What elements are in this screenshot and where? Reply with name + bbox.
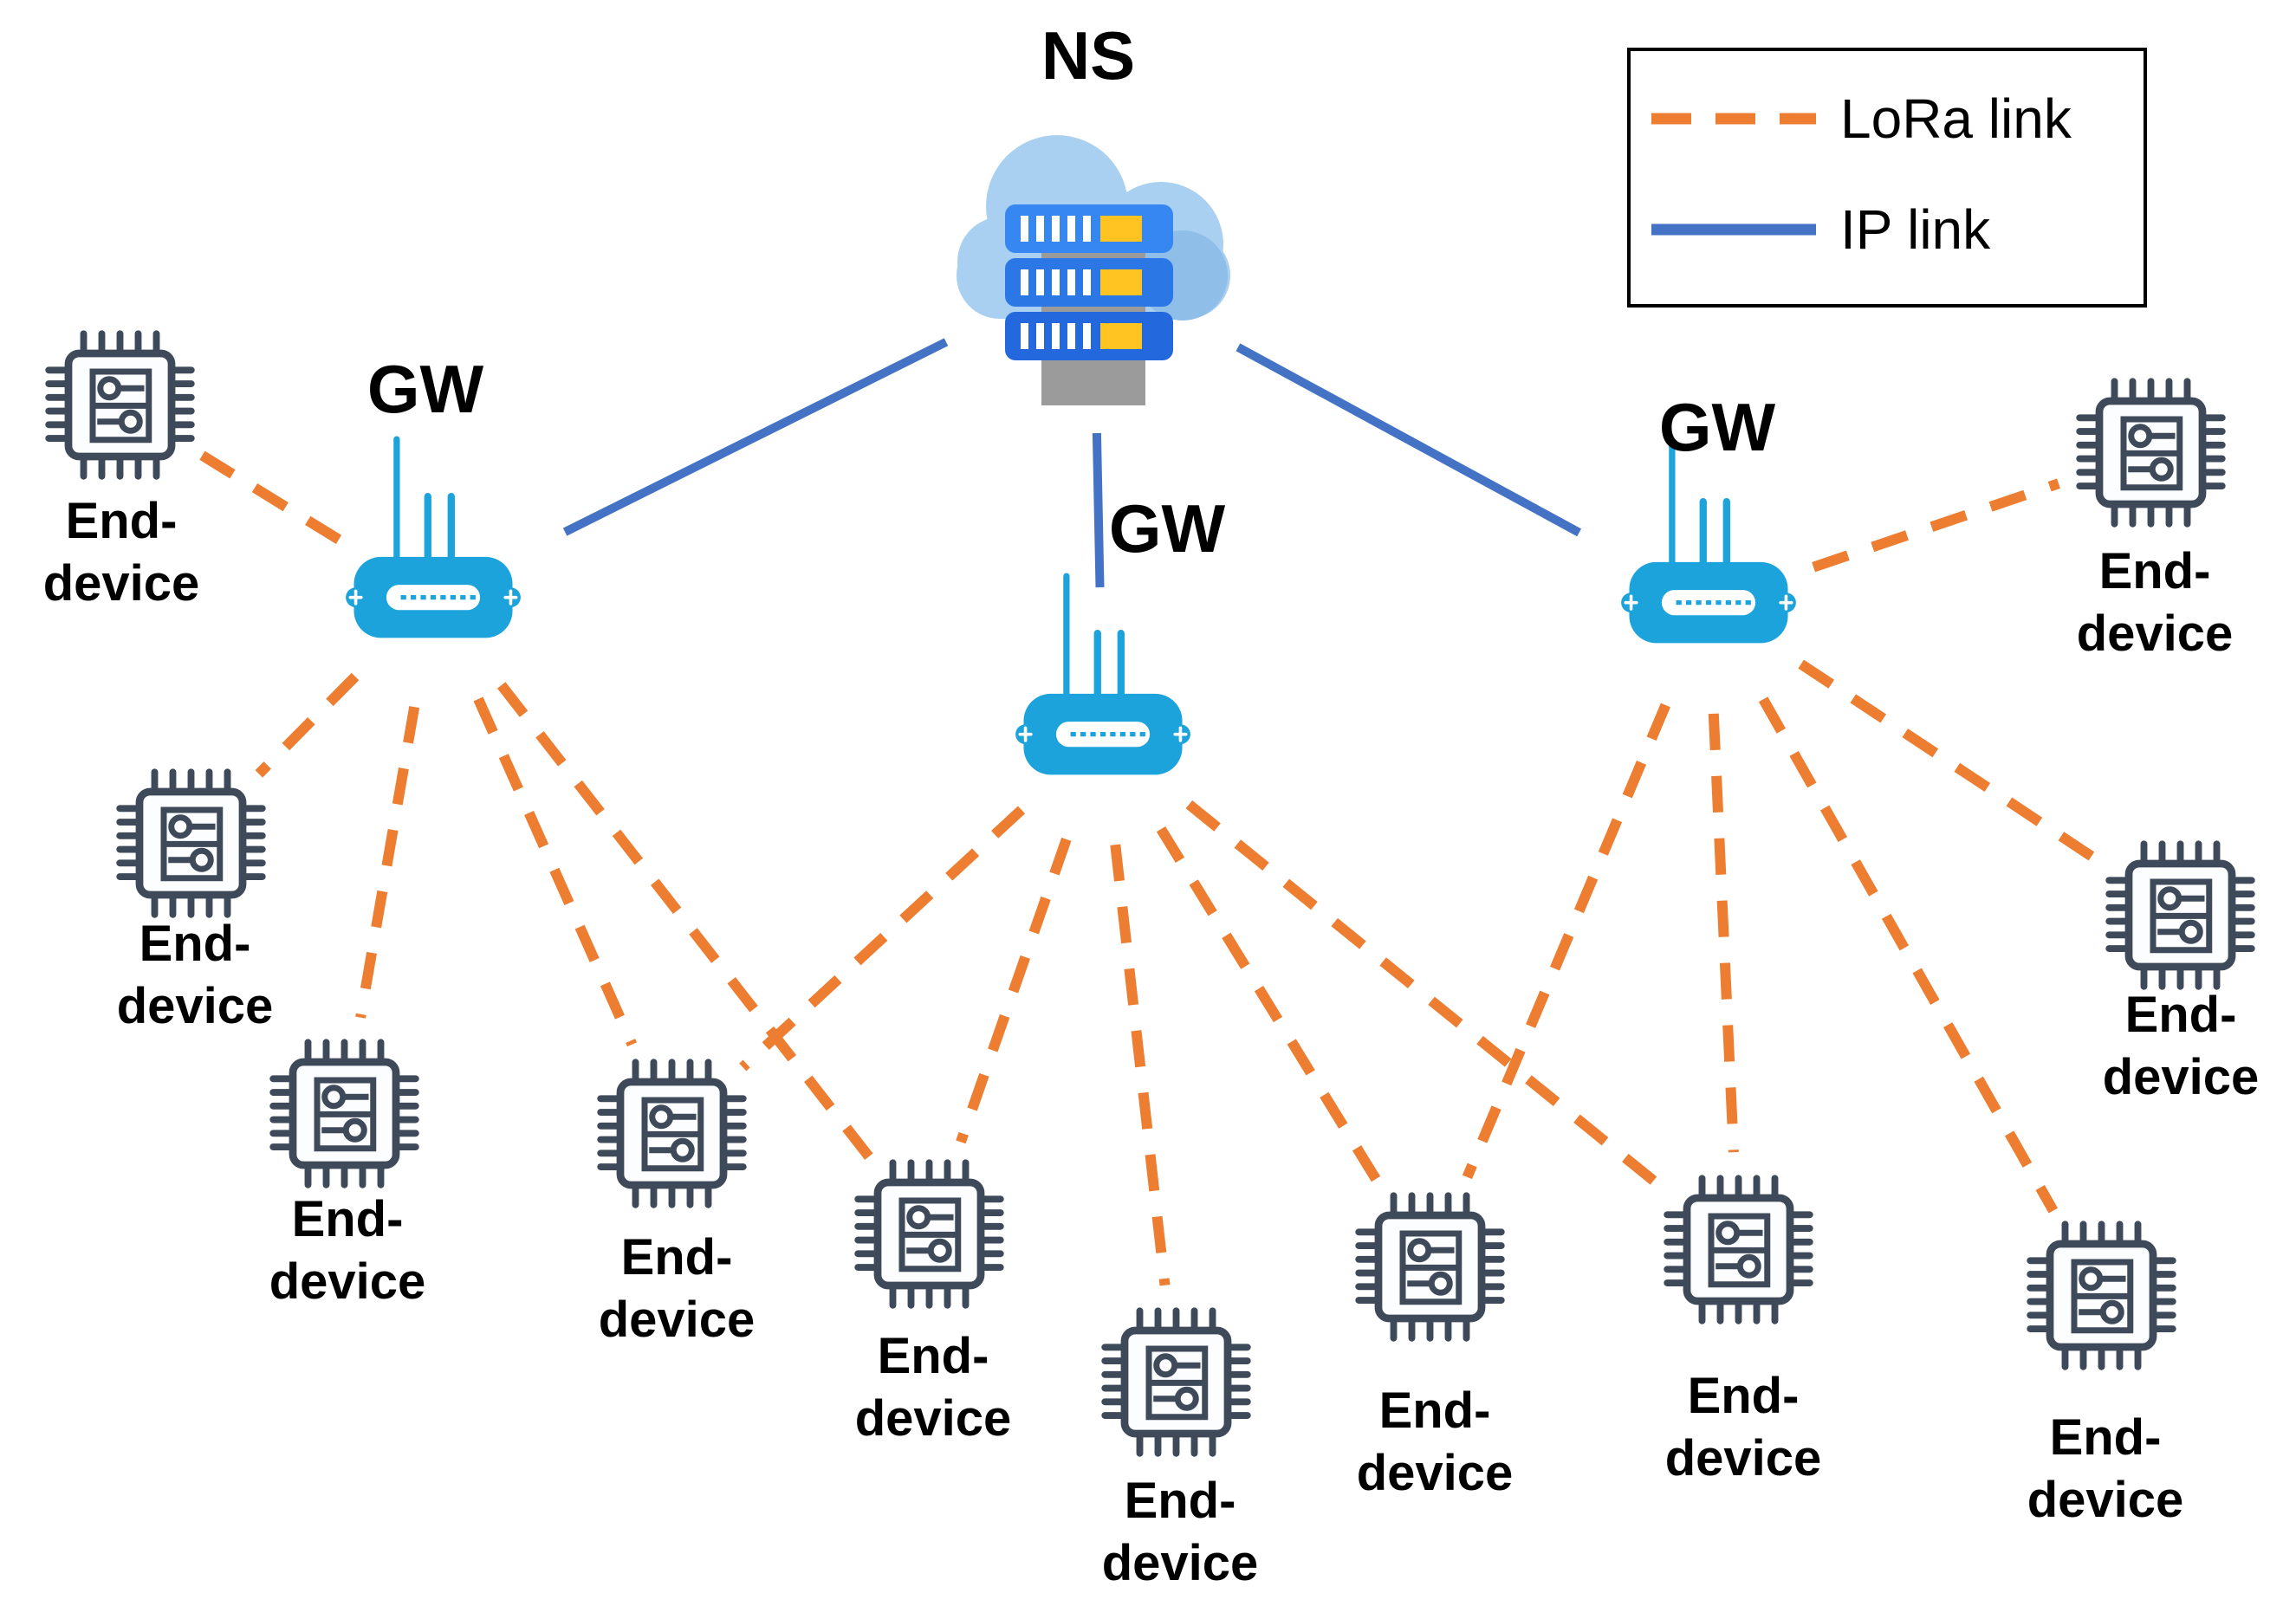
chip-pins: [269, 1038, 419, 1188]
chip-pins: [1663, 1174, 1813, 1324]
link-gw1-edC-lora: [355, 706, 420, 1019]
end-device-chip-icon: [596, 1058, 747, 1208]
gateway-router-icon: [1015, 573, 1190, 775]
antennas: [1669, 441, 1730, 571]
node-edC: [269, 1038, 420, 1189]
router-body: [346, 557, 521, 638]
end-device-chip-icon: [2075, 377, 2226, 528]
label-edI: End- device: [2027, 1409, 2184, 1528]
node-gw2: [1013, 562, 1193, 796]
legend-label-lora: LoRa link: [1840, 87, 2072, 150]
link-gw3-edK-lora: [1798, 659, 2102, 866]
node-gw3: [1618, 431, 1799, 664]
node-edF: [1100, 1306, 1252, 1458]
link-gw2-edD-lora: [739, 806, 1026, 1072]
label-gw1: GW: [366, 351, 484, 427]
ip-link-sample-icon: [1651, 223, 1816, 236]
chip-pins: [1354, 1191, 1505, 1342]
link-ns-gw3-ip: [1236, 343, 1581, 537]
link-gw3-edG-lora: [1462, 703, 1670, 1180]
label-gw3: GW: [1658, 389, 1776, 465]
server-rack: [1005, 204, 1173, 405]
legend-label-ip: IP link: [1840, 198, 1991, 261]
node-edD: [596, 1058, 748, 1209]
link-gw2-edF-lora: [1110, 844, 1171, 1286]
gateway-router-icon: [346, 436, 521, 638]
node-edK: [2105, 839, 2256, 991]
end-device-chip-icon: [853, 1158, 1004, 1309]
label-edF: End- device: [1101, 1473, 1259, 1591]
label-edK: End- device: [2102, 987, 2260, 1105]
label-gw2: GW: [1108, 490, 1226, 567]
node-edI: [2026, 1220, 2177, 1371]
link-gw3-edI-lora: [1758, 696, 2059, 1214]
label-edA: End- device: [42, 493, 200, 612]
chip-pins: [44, 329, 195, 480]
node-edJ: [2075, 377, 2227, 528]
end-device-chip-icon: [1354, 1191, 1505, 1342]
node-edH: [1663, 1174, 1814, 1325]
node-edG: [1354, 1191, 1506, 1343]
network-server-cloud-icon: [957, 135, 1230, 405]
link-ns-gw2-ip: [1092, 432, 1105, 588]
chip-pins: [2026, 1220, 2176, 1370]
node-edB: [115, 767, 267, 919]
label-edH: End- device: [1664, 1368, 1822, 1486]
router-body: [1621, 562, 1796, 644]
chip-pins: [1100, 1306, 1251, 1457]
chip-pins: [115, 767, 266, 918]
antennas: [393, 436, 455, 566]
antennas: [1063, 573, 1125, 703]
gateway-router-icon: [1621, 441, 1796, 644]
router-body: [1015, 694, 1190, 775]
label-edB: End- device: [116, 916, 274, 1034]
link-gw2-edE-lora: [956, 837, 1072, 1144]
chip-pins: [596, 1058, 747, 1208]
legend-item-lora: LoRa link: [1650, 87, 2135, 151]
label-ns: NS: [1041, 17, 1136, 94]
legend: LoRa link IP link: [1627, 48, 2147, 308]
end-device-chip-icon: [1663, 1174, 1813, 1324]
label-edJ: End- device: [2076, 543, 2234, 662]
node-edE: [853, 1158, 1005, 1310]
label-edC: End- device: [269, 1191, 426, 1310]
end-device-chip-icon: [1100, 1306, 1251, 1457]
link-gw2-edH-lora: [1185, 800, 1666, 1193]
legend-item-ip: IP link: [1650, 198, 2135, 262]
chip-pins: [2075, 377, 2226, 528]
link-gw3-edH-lora: [1708, 713, 1739, 1153]
node-gw1: [343, 425, 523, 659]
node-ns: [955, 121, 1232, 416]
link-gw2-edG-lora: [1156, 826, 1384, 1187]
link-gw1-edB-lora: [255, 672, 360, 778]
link-ns-gw1-ip: [562, 338, 949, 536]
lora-link-sample-icon: [1651, 113, 1816, 125]
node-edA: [44, 329, 196, 481]
label-edE: End- device: [854, 1328, 1012, 1447]
link-gw1-edA-lora: [199, 450, 342, 545]
label-edG: End- device: [1356, 1383, 1514, 1501]
end-device-chip-icon: [269, 1038, 419, 1188]
end-device-chip-icon: [44, 329, 195, 480]
end-device-chip-icon: [2105, 839, 2255, 990]
end-device-chip-icon: [2026, 1220, 2176, 1370]
chip-pins: [2105, 839, 2255, 990]
link-gw3-edJ-lora: [1812, 478, 2060, 573]
end-device-chip-icon: [115, 767, 266, 918]
link-gw1-edD-lora: [473, 696, 637, 1047]
chip-pins: [853, 1158, 1004, 1309]
label-edD: End- device: [598, 1229, 756, 1348]
